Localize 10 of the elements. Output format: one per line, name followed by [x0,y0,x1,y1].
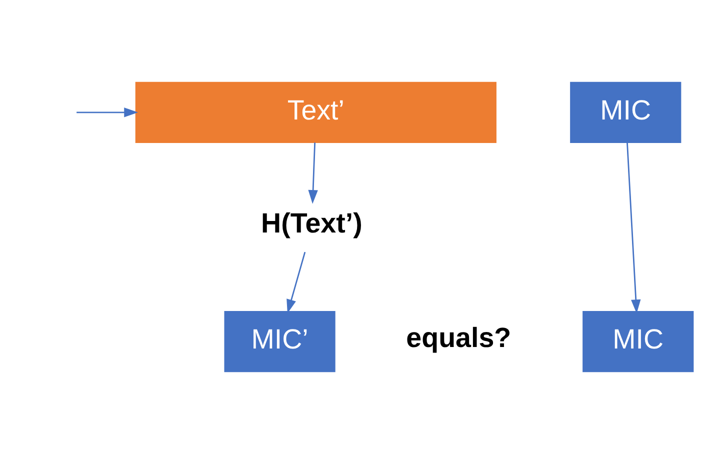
node-text: H(Text’) [261,207,362,238]
arrow [626,142,641,313]
arrow [308,142,318,204]
node-box: Text’ [135,81,496,142]
node-box: MIC’ [224,310,336,372]
label: equals? [406,322,512,353]
arrow [286,251,306,313]
node-box: MIC [582,310,694,372]
arrow [76,107,138,117]
node-box: MIC [570,81,682,142]
